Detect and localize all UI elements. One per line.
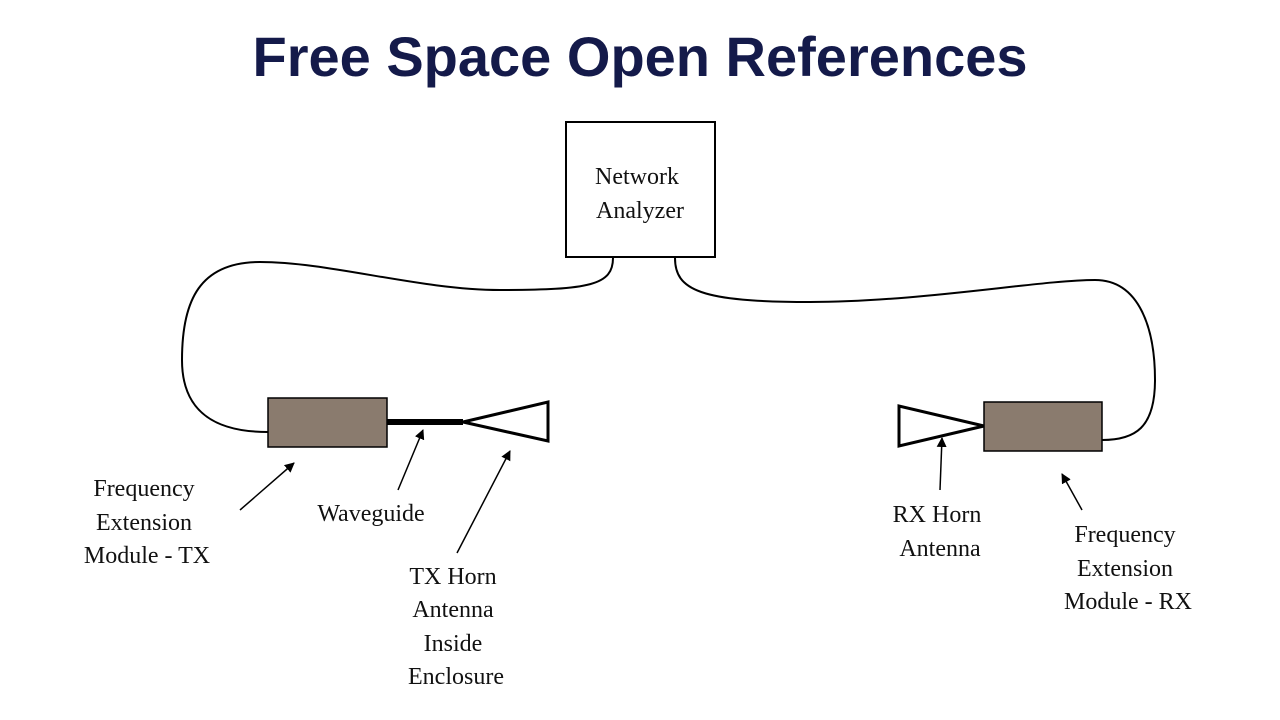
fem-tx-label: Extension xyxy=(96,510,192,536)
waveguide xyxy=(387,419,463,425)
network-analyzer-label: Network xyxy=(595,164,679,190)
svg-text:Waveguide: Waveguide xyxy=(317,501,424,527)
rx-frequency-extension-module xyxy=(983,401,1103,452)
tx-horn-label: Antenna xyxy=(412,597,494,623)
fem-rx-label: Module - RX xyxy=(1064,589,1192,615)
rx-horn-arrow xyxy=(936,437,947,491)
fem-tx-label: Module - TX xyxy=(84,543,210,569)
waveguide-arrow xyxy=(397,429,425,491)
tx-horn-label: Inside xyxy=(424,631,483,657)
tx-horn-antenna xyxy=(462,400,550,443)
tx-horn-label: Enclosure xyxy=(408,664,504,690)
fem-rx-label: Extension xyxy=(1077,556,1173,582)
waveguide-label: Waveguide xyxy=(317,501,424,527)
network-analyzer-label: Analyzer xyxy=(596,198,684,224)
network-analyzer-box xyxy=(565,121,716,258)
fem-rx-label: Frequency xyxy=(1074,522,1175,548)
fem-tx-label: Frequency xyxy=(93,476,194,502)
svg-text:RX Horn Antenna: RX Horn Antenna xyxy=(893,502,988,562)
tx-cable xyxy=(180,257,614,433)
rx-horn-label: Antenna xyxy=(899,536,981,562)
tx-horn-label: TX Horn xyxy=(409,564,496,590)
svg-text:TX Horn Antenna In: TX Horn Antenna Inside Enclosure xyxy=(408,564,504,690)
tx-horn-arrow xyxy=(456,450,511,554)
tx-frequency-extension-module xyxy=(267,397,388,448)
rx-horn-label: RX Horn xyxy=(893,502,982,528)
slide-title: Free Space Open References xyxy=(252,25,1028,88)
svg-text:Frequency Extension: Frequency Extension Module - RX xyxy=(1064,522,1192,615)
rx-horn-antenna xyxy=(897,404,985,448)
svg-text:Frequency Extension: Frequency Extension Module - TX xyxy=(84,476,210,569)
fem-rx-arrow xyxy=(1061,473,1083,511)
svg-text:Network Analyzer: Network Analyzer xyxy=(595,164,685,224)
rx-cable xyxy=(674,257,1157,441)
fem-tx-arrow xyxy=(239,462,295,511)
